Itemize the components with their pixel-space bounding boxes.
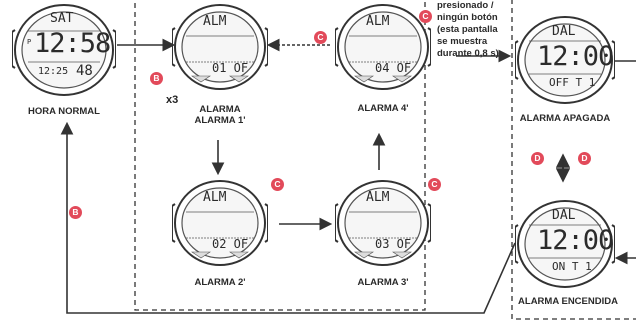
watch-body — [334, 180, 432, 266]
label-alarma-4: ALARMA 4' — [357, 103, 409, 114]
status-group-box — [511, 0, 636, 320]
badge-c-alarm3: C — [428, 178, 441, 191]
watch-seconds: 48 — [76, 63, 93, 79]
watch-body — [514, 200, 616, 288]
watch-body — [334, 4, 432, 90]
watch-mode: ALM — [366, 190, 390, 205]
watch-alarm-number: 04 OF — [375, 61, 412, 75]
label-alarma-2: ALARMA 2' — [194, 277, 246, 288]
label-alarma-1-line1: ALARMA — [199, 104, 241, 115]
watch-alarm-3: ALM 03 OF — [334, 178, 432, 268]
note-line-3: (esta pantalla — [437, 24, 498, 35]
note-line-5: durante 0,8 s) — [437, 48, 499, 59]
watch-body — [514, 16, 616, 104]
watch-normal-time: SAT P 12:58 12:25 48 — [11, 2, 117, 98]
watch-mode: ALM — [203, 190, 227, 205]
note-line-4: se muestra — [437, 36, 488, 47]
watch-alarm-number: 02 OF — [212, 237, 249, 251]
watch-alarm-4: ALM 04 OF — [334, 2, 432, 92]
badge-b-alarm1: B — [150, 72, 163, 85]
watch-alarm-status: ON T 1 — [552, 260, 592, 273]
badge-d-right: D — [578, 152, 591, 165]
watch-mode: DAL — [552, 24, 576, 39]
watch-main-time: 12:58 — [34, 28, 111, 59]
badge-c-alarm4: C — [419, 10, 432, 23]
watch-alarm-2: ALM 02 OF — [171, 178, 269, 268]
badge-c-alarm2: C — [271, 178, 284, 191]
watch-body — [171, 180, 269, 266]
badge-b-return: B — [69, 206, 82, 219]
note-line-1: presionado / — [437, 0, 494, 11]
watch-alarm-on: DAL 12:00 ON T 1 — [514, 198, 616, 290]
watch-alarm-off: DAL 12:00 OFF T 1 — [514, 14, 616, 106]
watch-day: SAT — [50, 11, 74, 26]
label-alarma-3: ALARMA 3' — [357, 277, 409, 288]
watch-body — [171, 4, 269, 90]
watch-mode: ALM — [203, 14, 227, 29]
watch-sub-date: 12:25 — [38, 66, 69, 77]
watch-alarm-time: 12:00 — [537, 41, 614, 72]
label-alarma-apagada: ALARMA APAGADA — [519, 113, 611, 124]
watch-alarm-time: 12:00 — [537, 225, 614, 256]
label-alarma-1: ALARMA ALARMA 1' — [172, 104, 268, 126]
watch-side-mark: P — [27, 38, 32, 46]
watch-alarm-1: ALM 01 OF — [171, 2, 269, 92]
label-hora-normal: HORA NORMAL — [28, 106, 100, 117]
watch-alarm-status: OFF T 1 — [549, 76, 596, 89]
label-alarma-encendida: ALARMA ENCENDIDA — [518, 296, 618, 307]
alarm-group-box — [134, 0, 426, 311]
badge-c-arrow: C — [314, 31, 327, 44]
badge-d-left: D — [531, 152, 544, 165]
watch-alarm-number: 01 OF — [212, 61, 249, 75]
note-text: presionado / ningún botón (esta pantalla… — [437, 0, 499, 60]
label-alarma-1-line2: ALARMA 1' — [194, 115, 246, 126]
note-line-2: ningún botón — [437, 12, 498, 23]
watch-mode: DAL — [552, 208, 576, 223]
watch-mode: ALM — [366, 14, 390, 29]
watch-alarm-number: 03 OF — [375, 237, 412, 251]
arrow-on-to-normal — [60, 121, 516, 314]
watch-body — [11, 4, 117, 96]
press-count: x3 — [166, 94, 179, 106]
